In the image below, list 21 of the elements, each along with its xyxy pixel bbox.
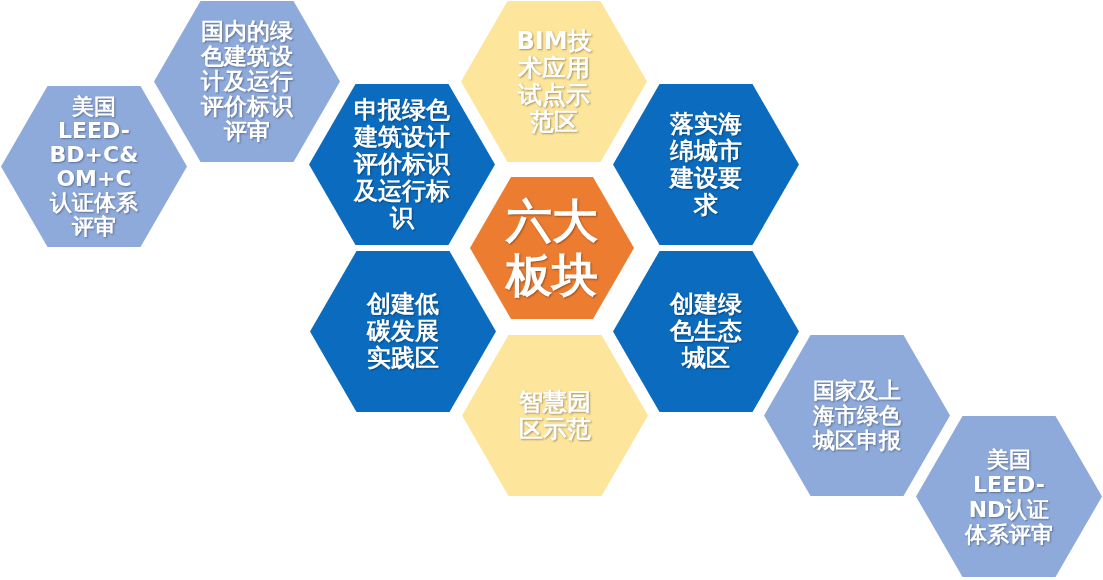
topic-hexagon — [613, 251, 799, 413]
topic-hexagon — [309, 84, 495, 246]
topic-hexagon — [764, 335, 950, 497]
topic-hexagon — [916, 416, 1102, 578]
topic-label: 美国LEED-BD+C&OM+C认证体系评审 — [48, 95, 140, 239]
center-hexagon — [470, 177, 634, 319]
topic-label: 智慧园区示范 — [518, 389, 592, 443]
topic-hexagon — [613, 84, 799, 246]
topic-hexagon — [1, 86, 187, 248]
topic-label: 国内的绿色建筑设计及运行评价标识评审 — [199, 19, 295, 145]
topic-label: 美国LEED-ND认证体系评审 — [963, 447, 1054, 547]
topic-label: 创建低碳发展实践区 — [366, 291, 440, 373]
topic-hexagon — [462, 335, 648, 497]
topic-label: 申报绿色建筑设计评价标识及运行标识 — [353, 97, 451, 233]
topic-hexagon — [310, 251, 496, 413]
topic-label: 落实海绵城市建设要求 — [669, 111, 743, 219]
topic-label: 创建绿色生态城区 — [669, 291, 743, 373]
topic-hexagon — [461, 1, 647, 163]
center-title: 六大板块 — [504, 194, 599, 302]
topic-label: BIM技术应用试点示范区 — [516, 28, 592, 136]
topic-label: 国家及上海市绿色城区申报 — [811, 378, 902, 454]
